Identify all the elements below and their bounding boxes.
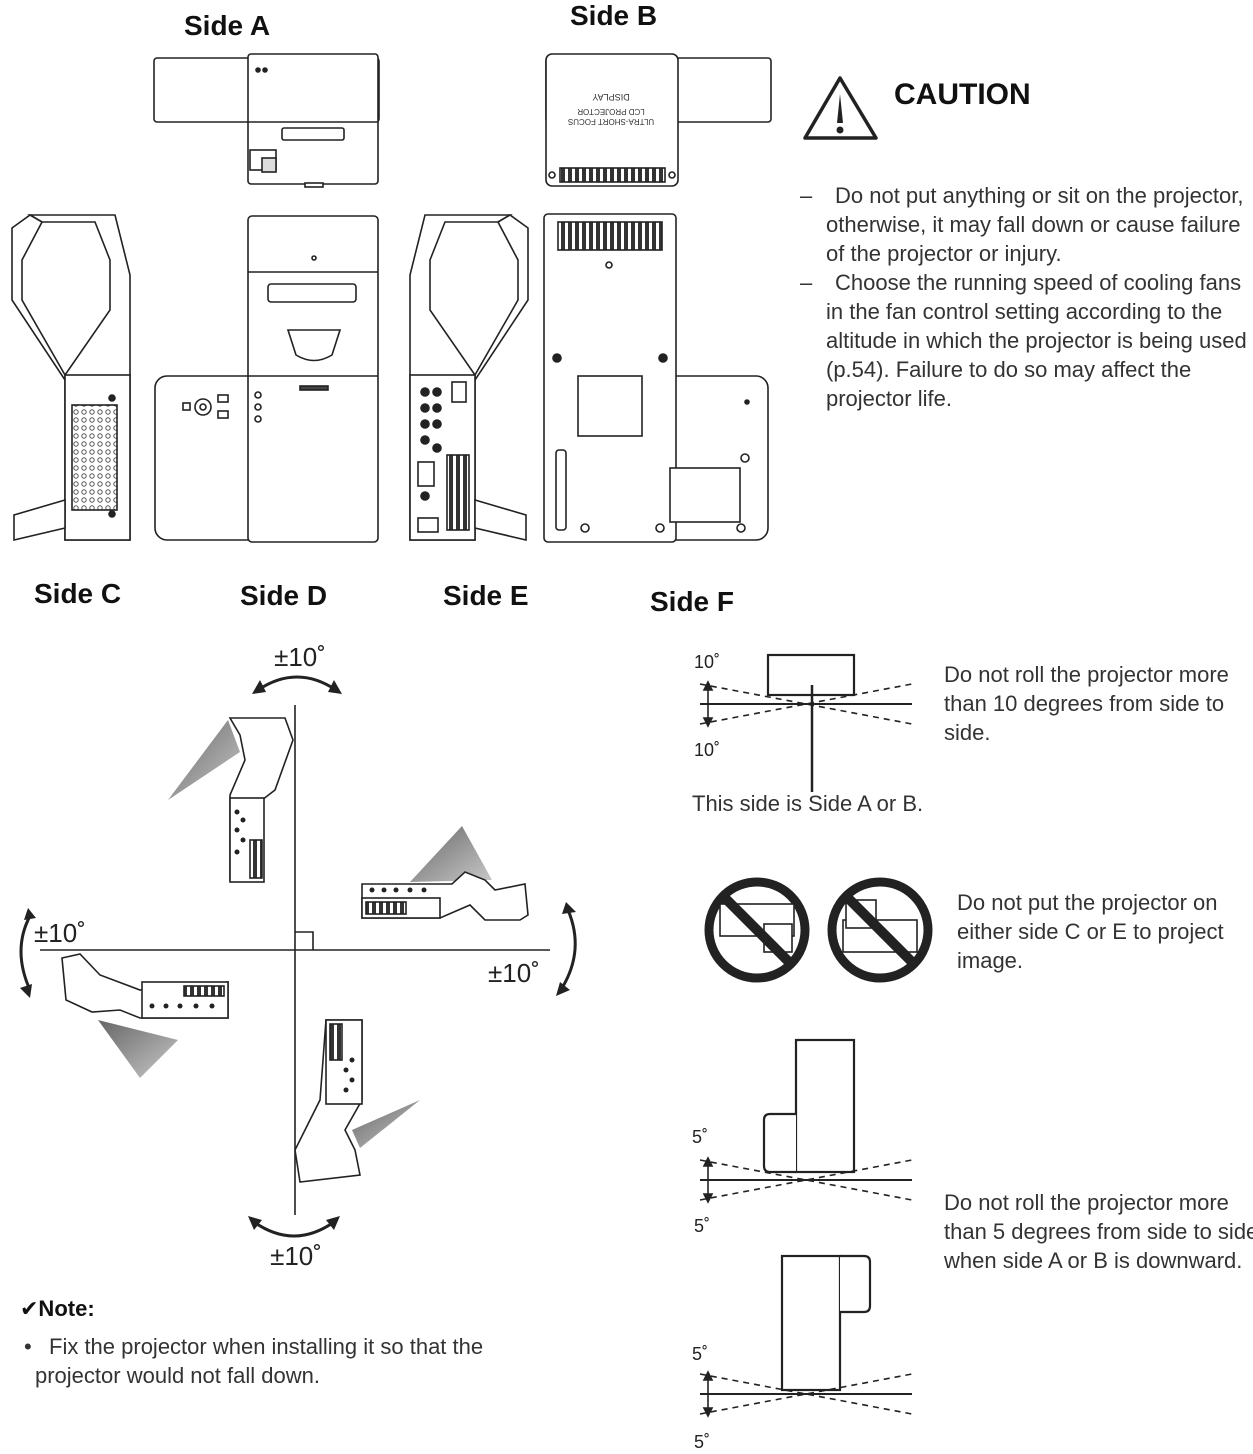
side-a-label: Side A [184,10,271,41]
list-dash: – [800,183,813,208]
projector-right-tilt [361,826,529,921]
roll10-caption: This side is Side A or B. [692,791,924,816]
note-text: Fix the projector when installing it so … [35,1334,484,1388]
caution-title: CAUTION [894,78,1031,111]
caution-item: – Do not put anything or sit on the proj… [800,181,1253,268]
roll-5-diagram-upper: 5˚ 5˚ [692,1038,913,1236]
roll10-text: Do not roll the projector more than 10 d… [944,662,1229,745]
side-e-view [409,214,529,542]
roll5-deg1-lower: 5˚ [694,1216,710,1236]
product-label-1: LCD PROJECTOR [577,107,645,116]
projector-upright [168,717,294,883]
roll5-deg1-upper: 5˚ [692,1127,708,1147]
list-dash: – [800,270,813,295]
roll5-deg2-lower: 5˚ [694,1432,710,1452]
bullet: • [24,1334,32,1359]
projector-inverted [294,1019,420,1183]
side-a-view [153,53,380,188]
rotation-arrow-top [257,675,337,692]
roll-5-diagram-lower: 5˚ 5˚ [692,1254,913,1452]
rotation-arrow-right [560,909,577,989]
roll10-upper-deg: 10˚ [694,652,720,672]
roll-10-diagram: 10˚ 10˚ [694,652,913,792]
rotation-arrow-bottom [253,1220,335,1238]
side-b-label: Side B [570,0,658,31]
side-f-view [543,213,769,543]
side-d-view [154,215,379,543]
caution-item-text: Choose the running speed of cooling fans… [826,270,1247,411]
roll5-text: Do not roll the projector more than 5 de… [944,1190,1253,1273]
note-title: ✔Note: [20,1296,95,1321]
side-c-label: Side C [34,578,122,609]
side-b-view: DISPLAY LCD PROJECTOR ULTRA-SHORT FOCUS [545,53,772,187]
product-label-0: ULTRA-SHORT FOCUS [568,117,654,126]
caution-item-text: Do not put anything or sit on the projec… [826,183,1244,266]
caution-item: – Choose the running speed of cooling fa… [800,268,1253,413]
prohibited-icon [827,877,933,983]
angle-label-left: ±10˚ [34,918,86,948]
caution-triangle-icon [803,76,878,140]
sideways-text: Do not put the projector on either side … [957,890,1224,973]
projector-left-tilt [61,953,229,1078]
side-f-label: Side F [650,586,735,617]
rotation-arrow-left [19,915,32,991]
roll10-lower-deg: 10˚ [694,740,720,760]
prohibited-icon [704,877,810,983]
roll5-deg2-upper: 5˚ [692,1344,708,1364]
angle-label-right: ±10˚ [488,958,540,988]
caution-list: – Do not put anything or sit on the proj… [800,181,1253,413]
angle-label-bottom: ±10˚ [270,1241,322,1271]
side-c-view [11,214,131,542]
angle-label-top: ±10˚ [274,642,326,672]
rotation-diagram: ±10˚ ±10˚ ±10˚ ±10˚ [19,642,577,1271]
side-d-label: Side D [240,580,328,611]
svg-text:DISPLAY: DISPLAY [592,92,629,102]
side-e-label: Side E [443,580,529,611]
note-item: • Fix the projector when installing it s… [24,1332,564,1390]
